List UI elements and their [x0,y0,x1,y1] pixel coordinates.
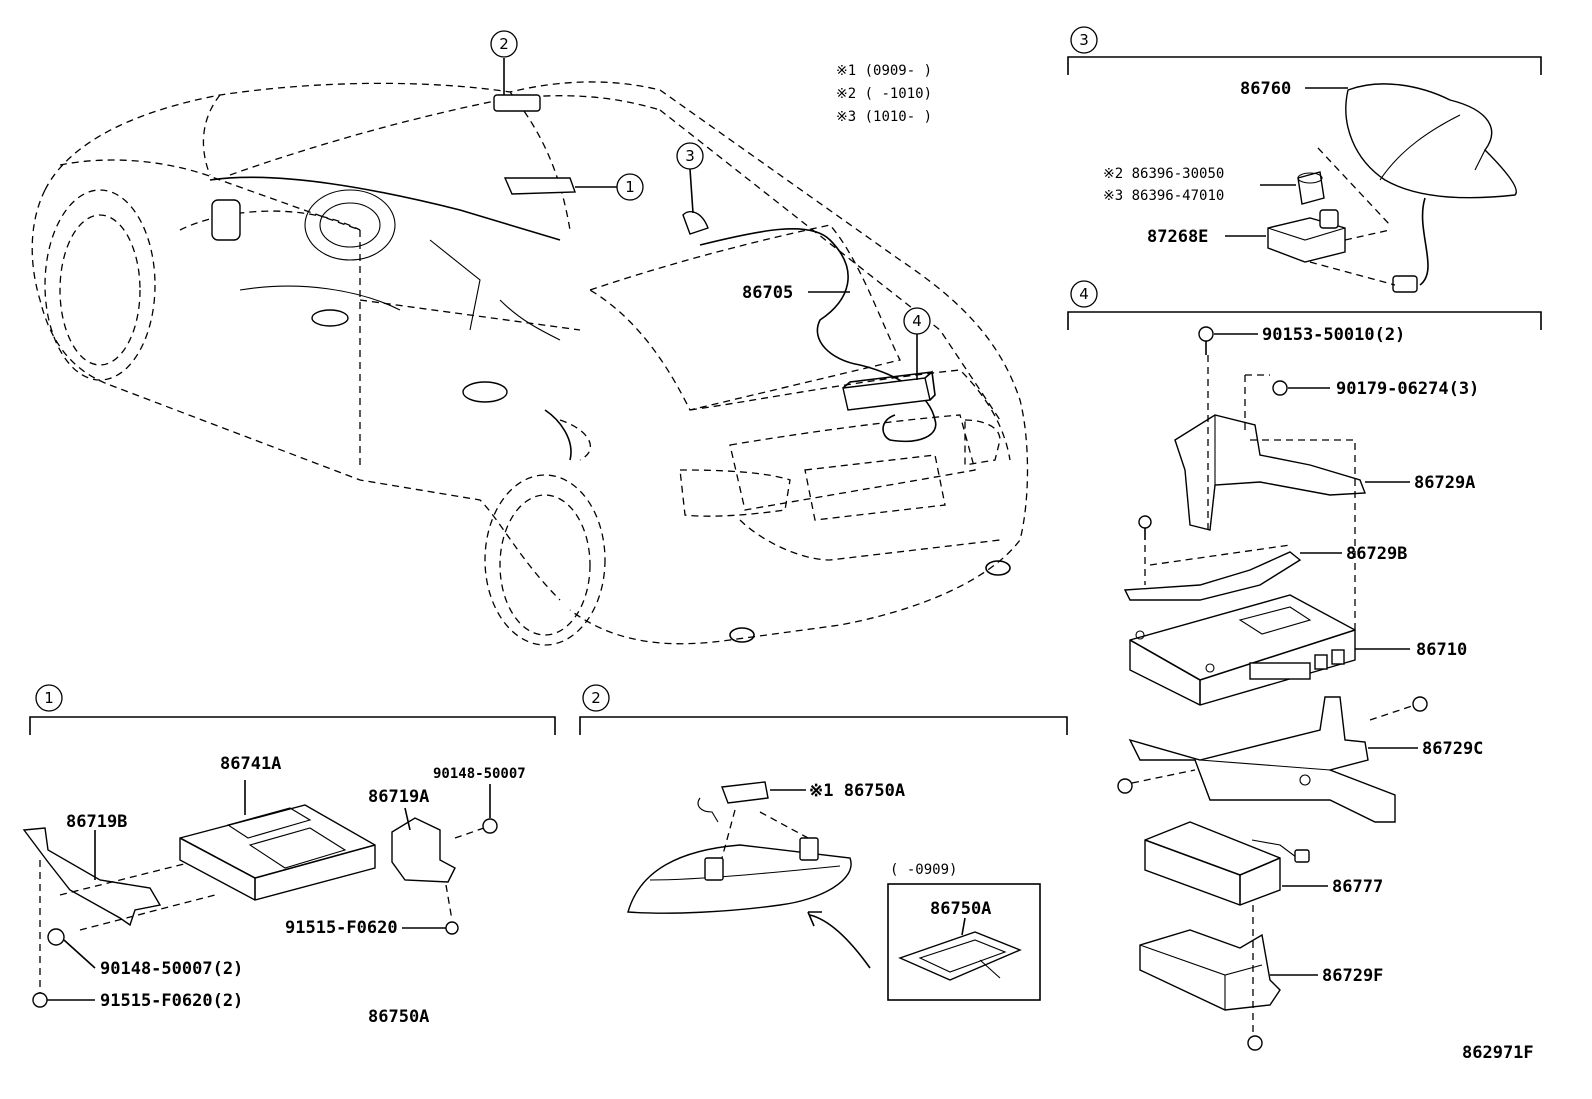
section-2: 2 ※1 86750A ( -0909) 86750A [579,684,1068,1001]
callout-1-car: 1 [575,173,644,201]
part-label-86729F: 86729F [1322,966,1383,986]
callout-2-top: 2 [490,30,518,95]
part-label-86750A-inset: 86750A [930,899,991,919]
part-label-86760: 86760 [1240,79,1291,99]
section-1: 1 86719B 86741A 86719A 90148-50007 91515… [22,684,556,1027]
part-label-90148-50007-2: 90148-50007(2) [100,959,243,979]
svg-text:1: 1 [44,689,54,707]
part-label-91515-F0620-2: 91515-F0620(2) [100,991,243,1011]
part-label-90153-50010: 90153-50010(2) [1262,325,1405,345]
part-label-86741A: 86741A [220,754,281,774]
part-label-86729A: 86729A [1414,473,1475,493]
part-label-86777: 86777 [1332,877,1383,897]
part-label-86396-47010: ※3 86396-47010 [1103,188,1224,204]
part-label-86705: 86705 [742,283,793,303]
part-label-86396-30050: ※2 86396-30050 [1103,166,1224,182]
section-3: 3 86760 ※2 86396-30050 ※3 86396-47010 87… [1067,26,1542,293]
part-label-91515-F0620: 91515-F0620 [285,918,398,938]
part-label-86719B: 86719B [66,812,127,832]
callout-3-car: 3 [676,142,704,214]
callout-4-car: 4 [903,307,931,380]
inset-note: ( -0909) [890,862,957,878]
part-label-86710: 86710 [1416,640,1467,660]
part-label-90148-50007: 90148-50007 [433,766,526,782]
note-3: ※3 (1010- ) [836,109,932,125]
svg-text:4: 4 [1079,285,1089,303]
part-label-90179-06274: 90179-06274(3) [1336,379,1479,399]
svg-text:4: 4 [912,312,922,330]
svg-text:2: 2 [499,35,509,53]
car-illustration [31,81,1029,646]
svg-text:3: 3 [1079,31,1089,49]
svg-text:3: 3 [685,147,695,165]
note-1: ※1 (0909- ) [836,63,932,79]
svg-text:1: 1 [625,178,635,196]
part-label-86750A-s1: 86750A [368,1007,429,1027]
part-label-86729C: 86729C [1422,739,1483,759]
part-label-87268E: 87268E [1147,227,1208,247]
part-label-86729B: 86729B [1346,544,1407,564]
note-2: ※2 ( -1010) [836,86,932,102]
section-4: 4 90153-50010(2) 90179-06274(3) 86729A 8… [1067,280,1542,1051]
part-label-86750A-note1: ※1 86750A [809,781,905,801]
svg-text:2: 2 [591,689,601,707]
figure-id: 862971F [1462,1043,1534,1063]
part-label-86719A: 86719A [368,787,429,807]
